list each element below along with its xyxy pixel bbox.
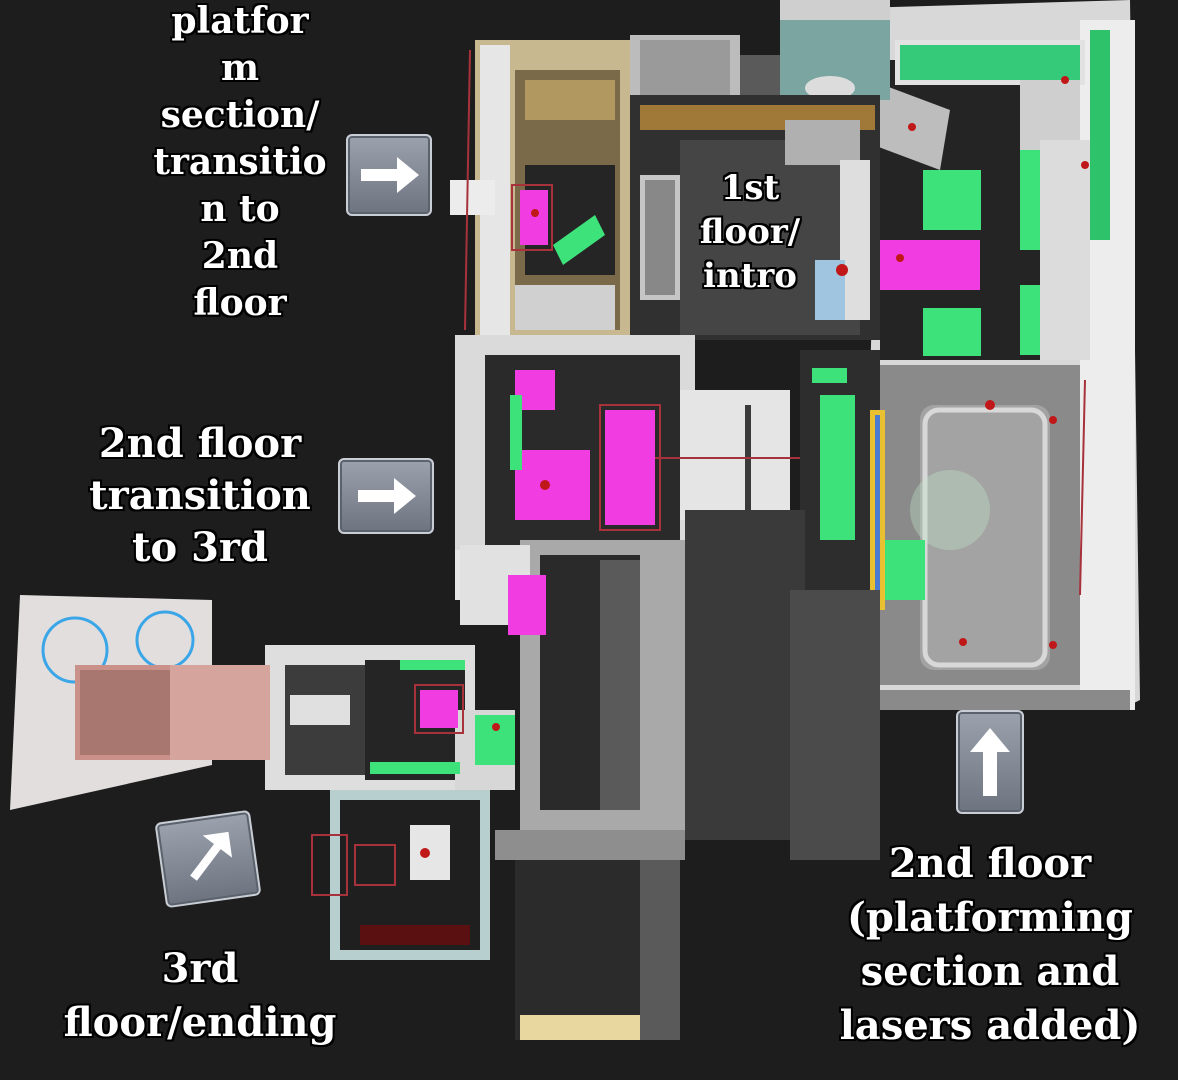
glow xyxy=(910,470,990,550)
laser xyxy=(464,49,471,331)
dark-tower xyxy=(685,510,805,840)
pad-border xyxy=(922,407,1048,668)
arrow-tile-third-floor xyxy=(154,809,262,909)
pink-corridor-end xyxy=(170,665,270,760)
turret xyxy=(531,209,539,217)
shaft-wall xyxy=(640,860,680,1040)
magenta-platform xyxy=(605,410,655,525)
grey-room-strip xyxy=(600,560,640,810)
shelf-inner xyxy=(645,180,675,295)
central-floor-pad xyxy=(920,405,1050,670)
turret xyxy=(540,480,550,490)
magenta-platform xyxy=(515,450,590,520)
turret xyxy=(959,638,967,646)
laser xyxy=(414,684,464,734)
blue-stripe xyxy=(875,415,880,605)
turret xyxy=(985,400,995,410)
magenta-platform xyxy=(420,690,458,728)
green-platform xyxy=(475,715,515,765)
green-top-panel xyxy=(900,45,1080,80)
round-pad xyxy=(805,76,855,100)
label-second-floor-platforming: 2nd floor (platforming section and laser… xyxy=(839,840,1141,1049)
arrow-up-right-icon xyxy=(190,831,233,881)
green-platform xyxy=(923,170,981,230)
green-platform xyxy=(1020,285,1040,355)
wood-panel xyxy=(525,80,615,120)
machine-block xyxy=(785,120,860,165)
red-rug xyxy=(360,925,470,945)
ledge-right xyxy=(880,690,1130,710)
tilted-platform xyxy=(860,80,950,170)
magenta-platform xyxy=(520,190,548,245)
magenta-platforms xyxy=(420,190,980,728)
arrow-tile-platform xyxy=(346,134,432,216)
block-slit xyxy=(745,405,751,515)
green-platform xyxy=(370,762,460,774)
top-edge-wall xyxy=(780,0,890,20)
laser xyxy=(511,184,553,251)
laser xyxy=(311,834,348,896)
arrow-up-icon xyxy=(970,728,1010,796)
green-platform xyxy=(553,215,605,265)
green-platforms xyxy=(370,150,1040,774)
turret xyxy=(836,264,848,276)
green-wall-strip xyxy=(1090,30,1110,240)
green-platform xyxy=(923,308,981,356)
laser-lines xyxy=(311,49,1086,896)
magenta-platform xyxy=(508,575,546,635)
turret xyxy=(420,848,430,858)
laser xyxy=(354,844,396,886)
green-platform xyxy=(812,368,847,383)
turret xyxy=(492,723,500,731)
green-platform xyxy=(400,660,465,670)
label-second-floor-transition: 2nd floor transition to 3rd xyxy=(89,420,311,571)
arrow-right-icon xyxy=(358,478,416,514)
lower-ledge xyxy=(495,830,685,860)
label-first-floor: 1st floor/ intro xyxy=(699,168,801,296)
white-block xyxy=(680,390,790,520)
floor-bottom xyxy=(515,285,615,330)
laser xyxy=(1079,379,1086,596)
magenta-platform xyxy=(880,240,980,290)
ledge xyxy=(450,180,495,215)
top-machine-inner xyxy=(640,40,730,95)
turret xyxy=(896,254,904,262)
green-platform xyxy=(1020,150,1040,250)
label-platform-section: platfor m section/ transitio n to 2nd fl… xyxy=(153,0,327,324)
turret xyxy=(908,123,916,131)
arrow-tile-transition xyxy=(338,458,434,534)
label-third-floor: 3rd floor/ending xyxy=(63,945,337,1046)
laser-turrets xyxy=(420,76,1089,858)
table xyxy=(410,825,450,880)
corner-block xyxy=(1020,80,1080,150)
turret xyxy=(1049,416,1057,424)
green-platform xyxy=(885,540,925,600)
dark-floor xyxy=(790,590,880,860)
side-wall-right xyxy=(1040,140,1090,360)
green-platform xyxy=(820,395,855,540)
turret xyxy=(1081,161,1089,169)
turret xyxy=(1061,76,1069,84)
laser xyxy=(599,404,661,531)
green-platform xyxy=(510,395,522,470)
arrow-tile-second-floor xyxy=(956,710,1024,814)
third-floor-step xyxy=(290,695,350,725)
arrow-right-icon xyxy=(361,157,419,193)
turret xyxy=(1049,641,1057,649)
